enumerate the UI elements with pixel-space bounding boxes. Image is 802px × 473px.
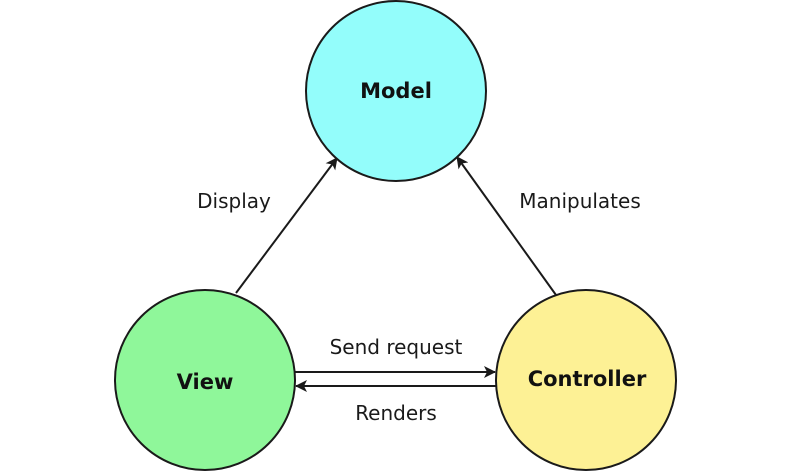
view-label: View — [177, 370, 234, 394]
display-arrow — [235, 157, 338, 294]
manipulates-arrow — [456, 156, 557, 296]
model-node: Model — [305, 0, 487, 182]
controller-node: Controller — [495, 289, 677, 471]
controller-label: Controller — [528, 367, 647, 391]
view-circle — [114, 289, 296, 471]
controller-circle — [495, 289, 677, 471]
send-request-label: Send request — [330, 335, 463, 359]
model-circle — [305, 0, 487, 182]
display-label: Display — [197, 189, 271, 213]
manipulates-label: Manipulates — [519, 189, 641, 213]
model-label: Model — [360, 79, 432, 103]
view-node: View — [114, 289, 296, 471]
renders-label: Renders — [355, 401, 437, 425]
